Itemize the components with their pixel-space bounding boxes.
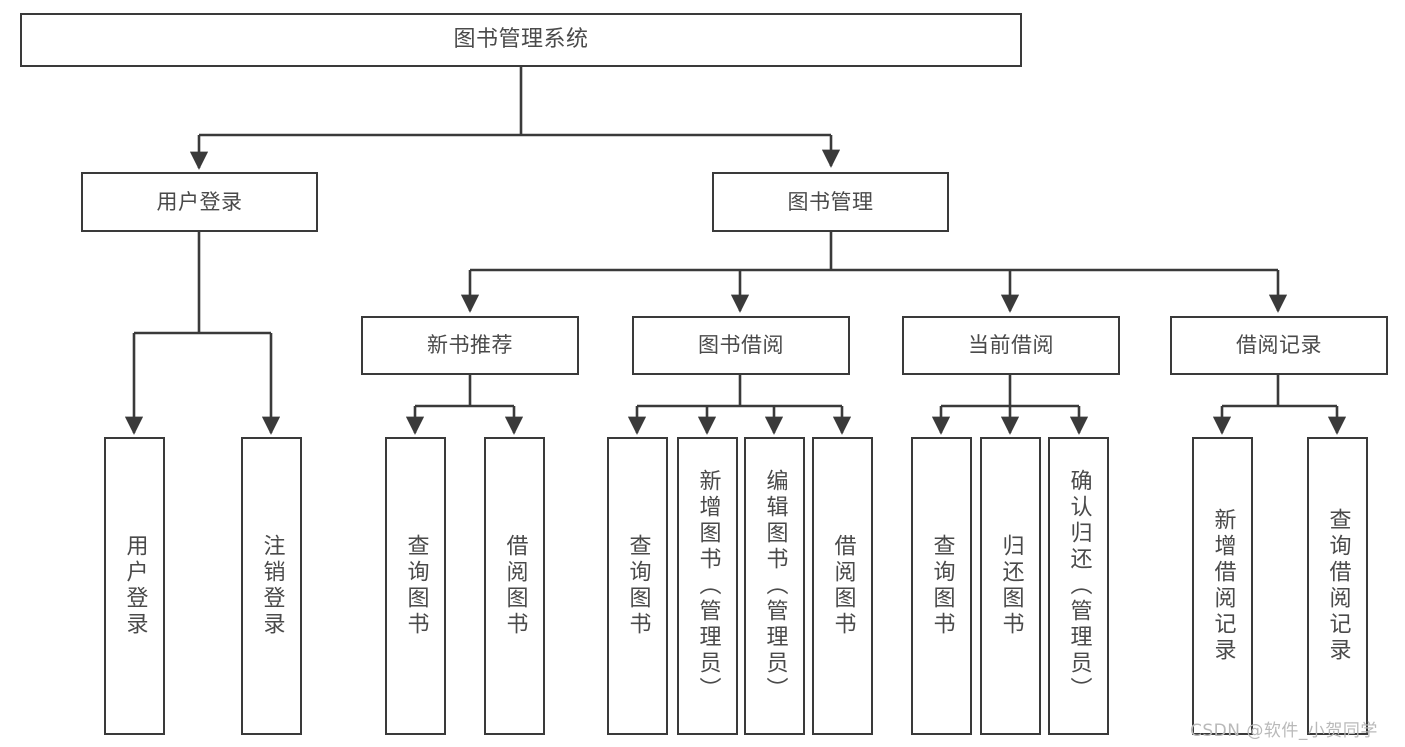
leaf-borrow-record-query[interactable]: 查询借阅记录 (1307, 437, 1368, 735)
node-label: 图书借阅 (698, 333, 784, 358)
node-current-borrow[interactable]: 当前借阅 (902, 316, 1120, 375)
node-user-login[interactable]: 用户登录 (81, 172, 318, 232)
node-label: 借阅记录 (1236, 333, 1322, 358)
node-label: 新增图书（管理员） (695, 469, 721, 703)
leaf-current-borrow-return[interactable]: 归还图书 (980, 437, 1041, 735)
leaf-current-borrow-query[interactable]: 查询图书 (911, 437, 972, 735)
node-label: 编辑图书（管理员） (762, 469, 788, 703)
node-label: 当前借阅 (968, 333, 1054, 358)
node-label: 归还图书 (998, 534, 1024, 638)
node-label: 查询图书 (403, 534, 429, 638)
node-label: 确认归还（管理员） (1066, 469, 1092, 703)
leaf-book-borrow-query[interactable]: 查询图书 (607, 437, 668, 735)
node-label: 用户登录 (122, 534, 148, 638)
node-label: 注销登录 (259, 534, 285, 638)
node-label: 新增借阅记录 (1210, 508, 1236, 664)
node-new-book-recommend[interactable]: 新书推荐 (361, 316, 579, 375)
leaf-user-login-logout[interactable]: 注销登录 (241, 437, 302, 735)
node-label: 用户登录 (156, 189, 243, 214)
leaf-new-book-borrow[interactable]: 借阅图书 (484, 437, 545, 735)
leaf-borrow-record-add[interactable]: 新增借阅记录 (1192, 437, 1253, 735)
leaf-user-login-login[interactable]: 用户登录 (104, 437, 165, 735)
node-label: 新书推荐 (427, 333, 513, 358)
node-book-management[interactable]: 图书管理 (712, 172, 949, 232)
node-label: 借阅图书 (830, 534, 856, 638)
watermark: CSDN @软件_小贺同学 (1190, 721, 1378, 741)
node-label: 查询借阅记录 (1325, 508, 1351, 664)
leaf-current-borrow-confirm-return[interactable]: 确认归还（管理员） (1048, 437, 1109, 735)
node-borrow-record[interactable]: 借阅记录 (1170, 316, 1388, 375)
node-root-book-management-system[interactable]: 图书管理系统 (20, 13, 1022, 67)
leaf-book-borrow-add[interactable]: 新增图书（管理员） (677, 437, 738, 735)
node-label: 查询图书 (625, 534, 651, 638)
leaf-new-book-query[interactable]: 查询图书 (385, 437, 446, 735)
node-label: 图书管理系统 (453, 27, 589, 53)
node-book-borrow[interactable]: 图书借阅 (632, 316, 850, 375)
leaf-book-borrow-borrow[interactable]: 借阅图书 (812, 437, 873, 735)
node-label: 查询图书 (929, 534, 955, 638)
leaf-book-borrow-edit[interactable]: 编辑图书（管理员） (744, 437, 805, 735)
node-label: 图书管理 (787, 189, 874, 214)
node-label: 借阅图书 (502, 534, 528, 638)
